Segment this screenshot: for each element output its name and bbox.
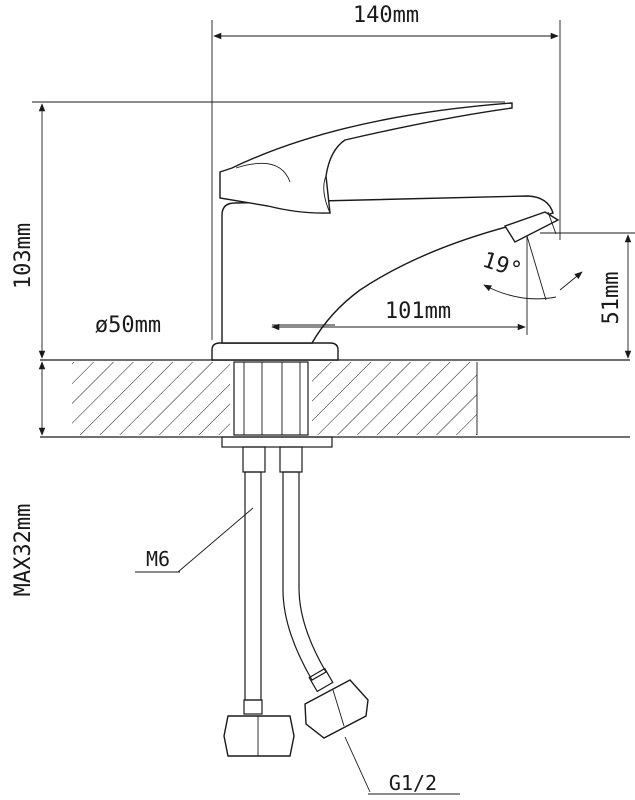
flexible-hoses [223, 446, 369, 757]
dim-angle-label: 19° [479, 248, 525, 284]
dim-reach: 101mm [271, 236, 528, 335]
hose-nut-left [223, 699, 295, 757]
label-connector-text: G1/2 [389, 771, 437, 795]
dim-width-label: 140mm [353, 3, 419, 28]
dim-thickness: MAX32mm [11, 361, 46, 597]
dim-spout-height: 51mm [540, 232, 635, 359]
dim-width: 140mm [211, 3, 561, 340]
countertop [40, 359, 630, 438]
dim-base-diameter: ø50mm [95, 313, 161, 338]
label-connector: G1/2 [344, 736, 460, 795]
dim-reach-label: 101mm [385, 299, 451, 324]
dim-angle: 19° [479, 235, 583, 301]
dim-height: 103mm [11, 101, 505, 359]
dim-spout-height-label: 51mm [599, 272, 624, 325]
dim-base-diameter-label: ø50mm [95, 313, 161, 338]
label-stud: M6 [135, 507, 254, 573]
faucet-body [211, 102, 560, 361]
mounting-assembly [221, 361, 333, 448]
hose-nut-right [304, 667, 369, 739]
dim-thickness-label: MAX32mm [11, 504, 36, 597]
label-stud-text: M6 [146, 547, 170, 571]
dim-height-label: 103mm [11, 223, 36, 289]
